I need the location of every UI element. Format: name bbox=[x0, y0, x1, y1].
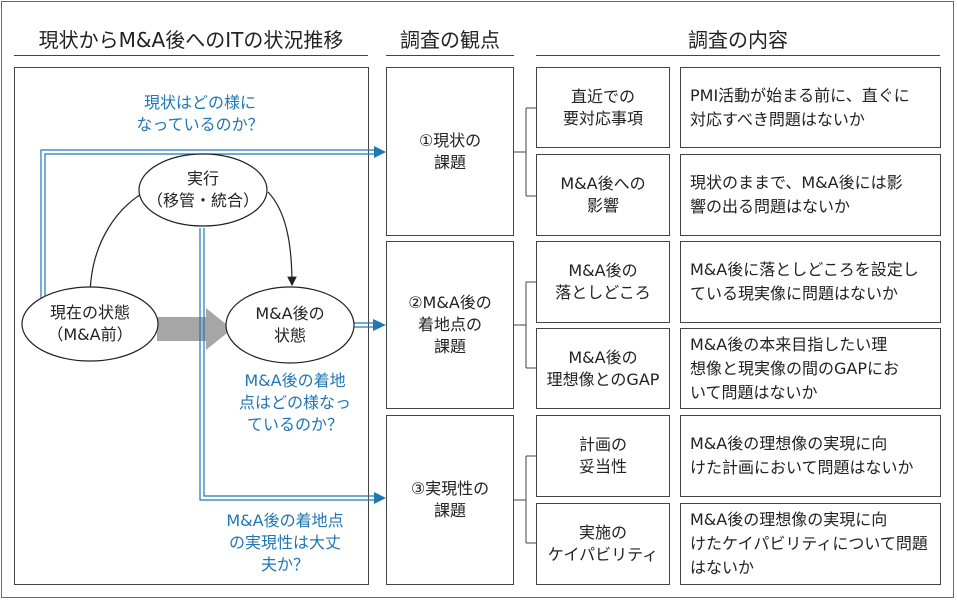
question-current: 現状はどの様に なっているのか？ bbox=[136, 93, 264, 134]
header-viewpoint: 調査の観点 bbox=[400, 28, 500, 52]
content-box-5 bbox=[680, 415, 941, 497]
topic-box-4 bbox=[536, 328, 670, 409]
viewpoint-box-1 bbox=[386, 67, 514, 236]
header-transition: 現状からM&A後へのITの状況推移 bbox=[38, 28, 344, 52]
content-box-6 bbox=[680, 503, 941, 585]
content-text-5: M&A後の理想像の実現に向 けた計画において問題はないか bbox=[690, 434, 914, 477]
topic-label-4: M&A後の 理想像とのGAP bbox=[546, 347, 660, 389]
bracket-3 bbox=[514, 455, 536, 544]
topic-box-5 bbox=[536, 415, 670, 497]
blue-line-current bbox=[40, 149, 378, 303]
blue-line-feasibility bbox=[199, 228, 378, 501]
topic-box-2 bbox=[536, 154, 670, 236]
bracket-1 bbox=[514, 107, 536, 197]
viewpoint-label-2: ②M&A後の 着地点の 課題 bbox=[408, 293, 492, 356]
viewpoint-label-1: ①現状の 課題 bbox=[418, 130, 482, 172]
topic-label-6: 実施の ケイパビリティ bbox=[547, 523, 659, 564]
content-box-1 bbox=[680, 67, 941, 148]
content-box-4 bbox=[680, 328, 941, 409]
header-transition-underline bbox=[14, 55, 368, 56]
content-text-3: M&A後に落としどころを設定し ている現実像に問題はないか bbox=[690, 260, 919, 303]
topic-label-3: M&A後の 落としどころ bbox=[555, 261, 651, 302]
viewpoint-box-2 bbox=[386, 241, 514, 409]
execution-label: 実行 （移管・統合） bbox=[146, 169, 259, 210]
content-text-6: M&A後の理想像の実現に向 けたケイパビリティについて問題 はないか bbox=[690, 510, 928, 577]
topic-box-6 bbox=[536, 503, 670, 585]
content-box-3 bbox=[680, 241, 941, 323]
current-state-ellipse bbox=[21, 286, 159, 362]
content-text-1: PMI活動が始まる前に、直ぐに 対応すべき問題はないか bbox=[690, 85, 910, 129]
question-feasibility: M&A後の着地点 の実現性は大丈 夫か？ bbox=[226, 511, 344, 574]
question-landing: M&A後の着地 点はどの様なっ ているのか？ bbox=[238, 371, 351, 434]
current-state-label: 現在の状態 （M&A前） bbox=[47, 303, 133, 344]
header-content: 調査の内容 bbox=[688, 28, 788, 52]
header-viewpoint-underline bbox=[386, 55, 514, 56]
topic-label-5: 計画の 妥当性 bbox=[578, 435, 627, 476]
viewpoint-label-3: ③実現性の 課題 bbox=[410, 479, 490, 520]
topic-box-1 bbox=[536, 67, 670, 148]
content-text-4: M&A後の本来目指したい理 想像と現実像の間のGAPにお いて問題はないか bbox=[690, 334, 899, 402]
header-content-underline bbox=[536, 55, 940, 56]
content-text-2: 現状のままで、M&A後には影 響の出る問題はないか bbox=[690, 173, 903, 216]
curve-current-to-execution bbox=[89, 189, 149, 299]
content-box-2 bbox=[680, 154, 941, 236]
bracket-2 bbox=[514, 281, 536, 369]
post-state-label: M&A後の 状態 bbox=[255, 304, 325, 345]
curve-execution-to-post bbox=[267, 191, 297, 287]
execution-ellipse bbox=[138, 153, 268, 227]
viewpoint-box-3 bbox=[386, 415, 514, 585]
topic-box-3 bbox=[536, 241, 670, 323]
topic-label-1: 直近での 要対応事項 bbox=[562, 86, 643, 128]
post-state-ellipse bbox=[225, 286, 355, 364]
topic-label-2: M&A後への 影響 bbox=[560, 174, 646, 215]
gray-block-arrow bbox=[157, 308, 232, 350]
